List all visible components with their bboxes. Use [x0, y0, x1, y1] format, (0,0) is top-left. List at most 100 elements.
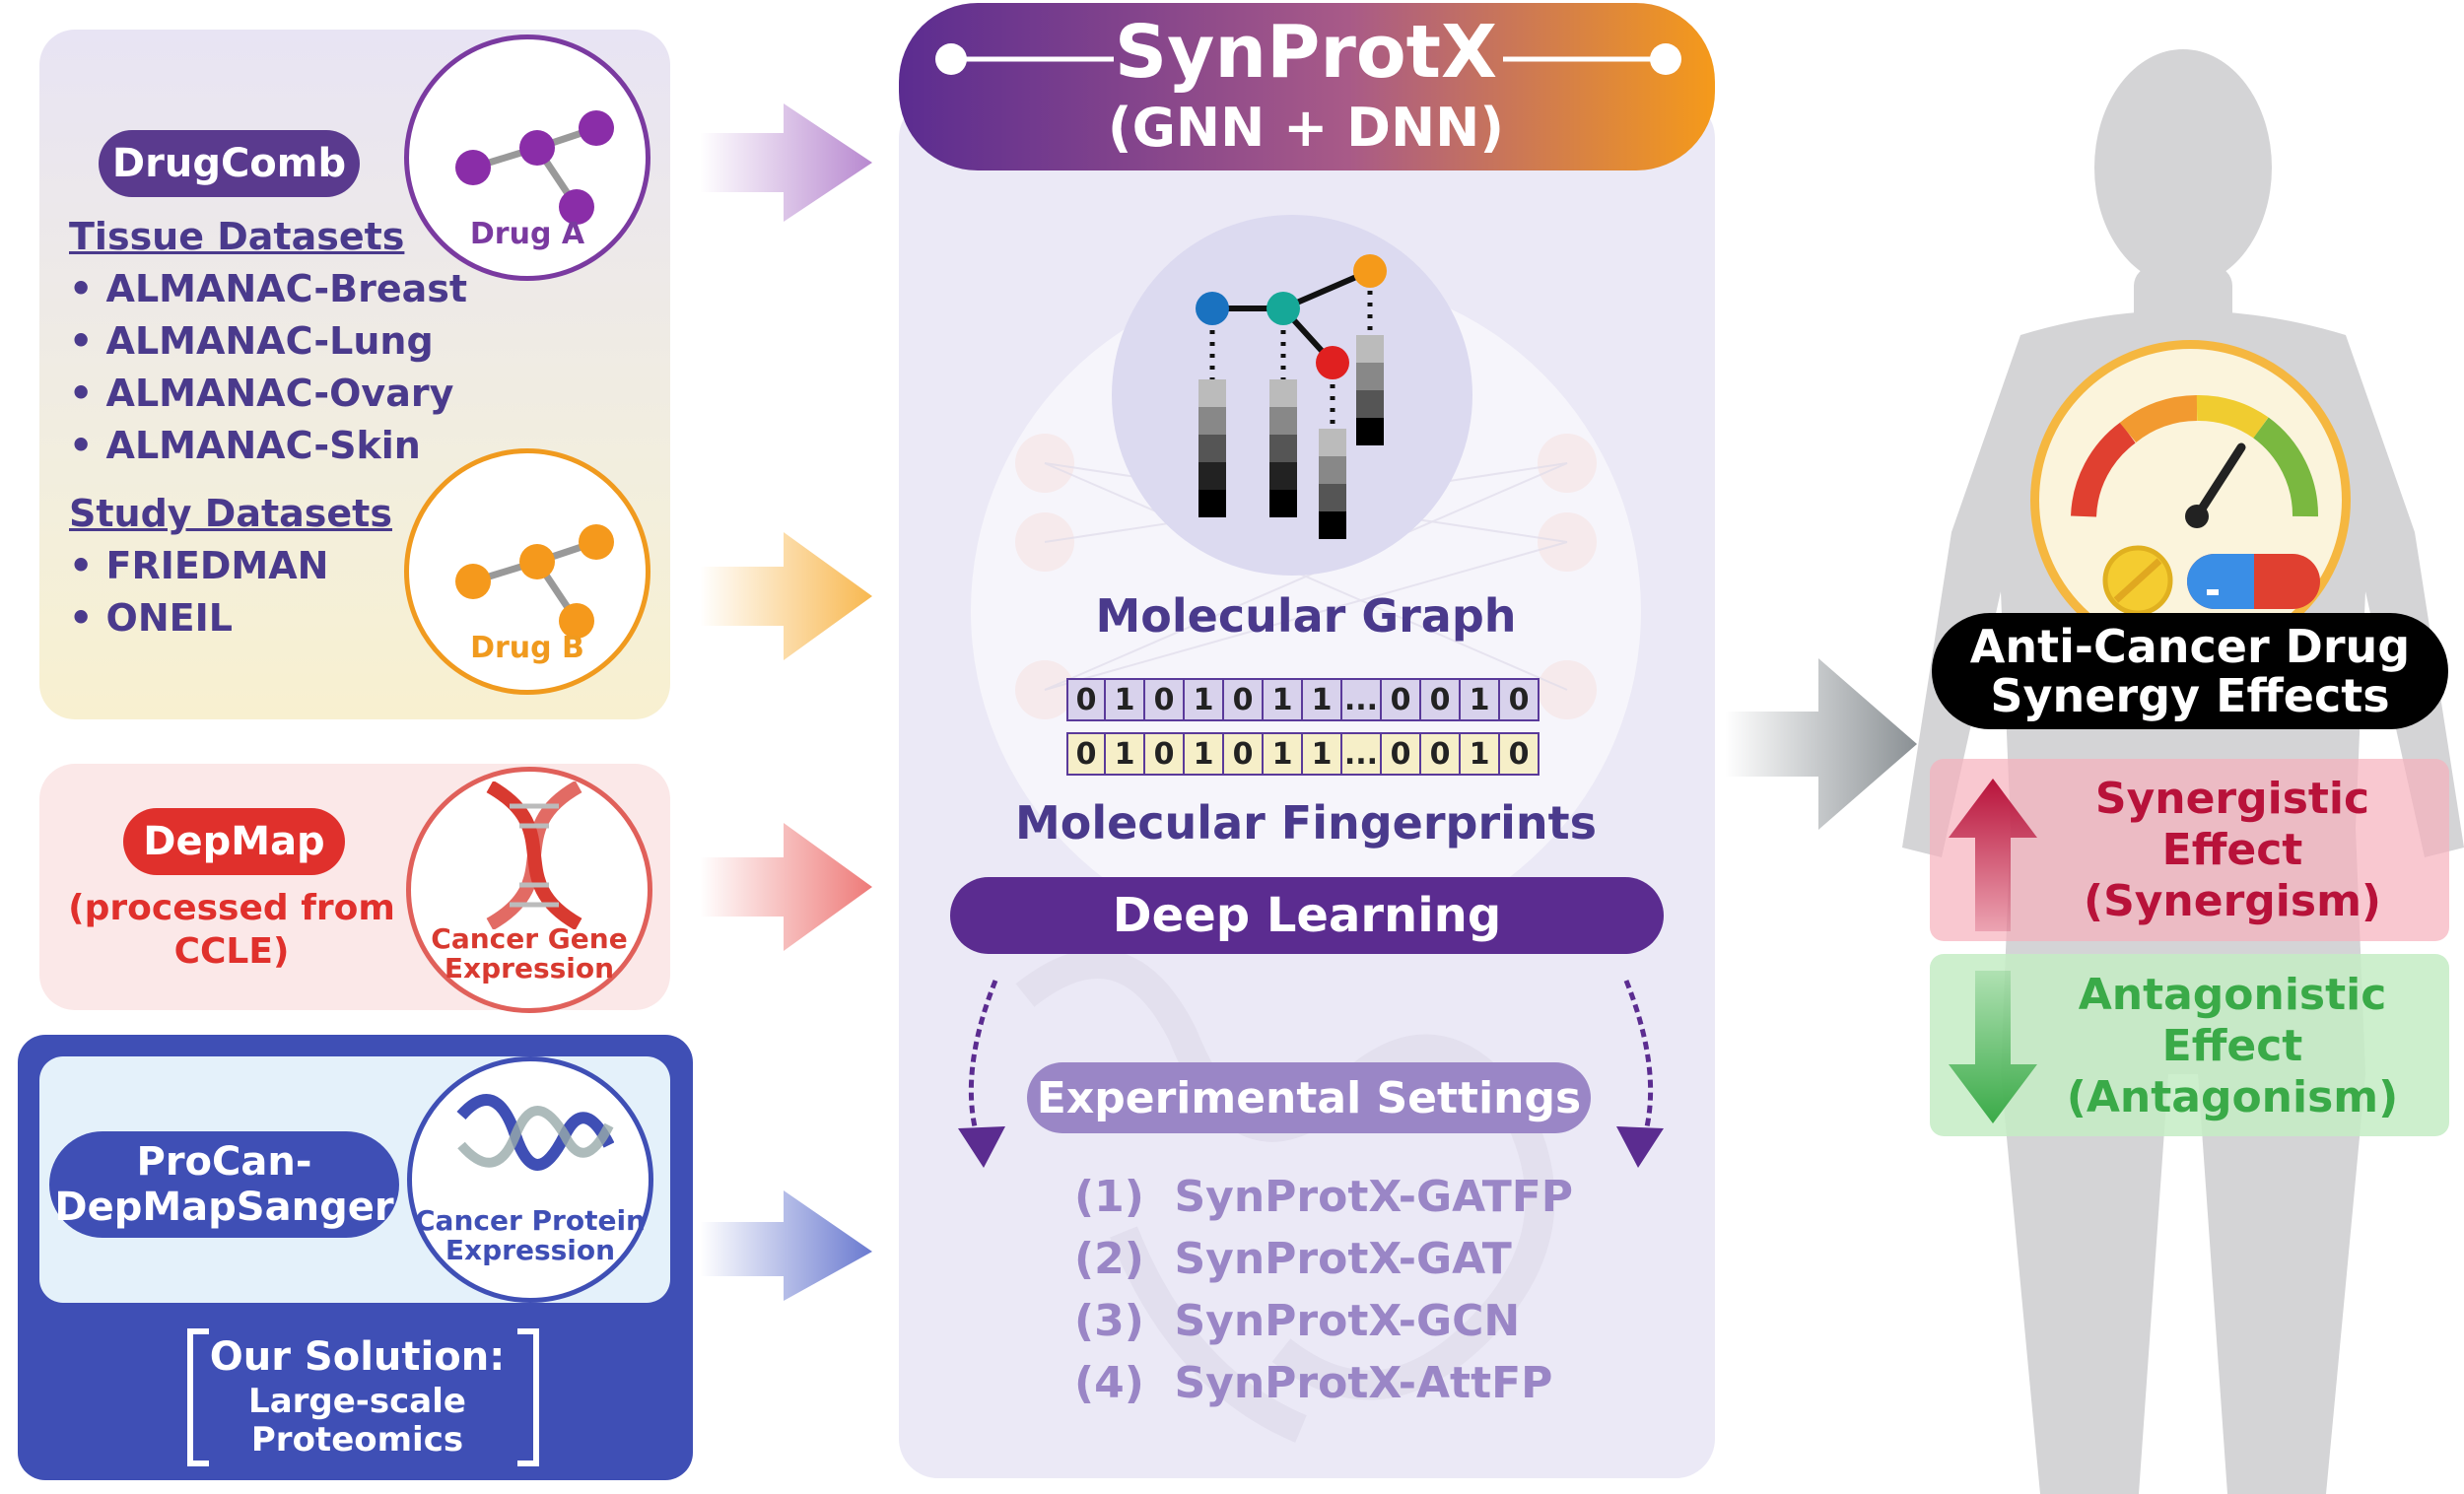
antagonism-line: Antagonistic: [2078, 970, 2387, 1020]
list-item: (3) SynProtX-GCN: [1074, 1296, 1521, 1346]
dna-icon: [486, 781, 582, 929]
fingerprint-bit: 0: [1500, 678, 1540, 721]
fingerprint-bit: 1: [1185, 732, 1224, 776]
fingerprint-bit: 0: [1066, 678, 1106, 721]
title-connector-icon: [935, 43, 1681, 75]
drug-a-molecule-icon: [455, 110, 614, 225]
synergy-text: Synergistic Effect (Synergism): [2055, 774, 2410, 927]
cancer-gene-expression-circle: Cancer Gene Expression: [406, 767, 652, 1013]
gauge-icon: [2071, 394, 2320, 616]
synergy-line: Synergistic: [2094, 774, 2370, 824]
down-arrow-icon: [1949, 971, 2037, 1123]
molecular-graph-icon: [1196, 254, 1387, 539]
list-item: • ALMANAC-Skin: [69, 424, 421, 467]
fingerprint-bit: 1: [1303, 732, 1342, 776]
fingerprint-bit: 0: [1066, 732, 1106, 776]
solution-line: Our Solution:: [209, 1334, 506, 1380]
drug-a-label: Drug A: [469, 217, 585, 251]
arrow-icon: [700, 823, 872, 951]
circle-label-line: Cancer Gene: [431, 922, 628, 955]
curved-arrows: [958, 980, 1664, 1168]
fingerprint-bit: 0: [1421, 678, 1461, 721]
model-title: SynProtX: [1114, 10, 1498, 95]
fingerprint-bit: 0: [1224, 678, 1264, 721]
arrow-head-icon: [958, 1126, 1005, 1168]
arrow-icon: [700, 103, 872, 222]
procan-badge-line: ProCan-: [136, 1139, 312, 1185]
deep-learning-bar: Deep Learning: [950, 877, 1664, 954]
list-item: • FRIEDMAN: [69, 544, 329, 587]
arrow-head-icon: [1616, 1126, 1664, 1168]
cancer-protein-expression-label: Cancer Protein Expression: [412, 1206, 649, 1265]
procan-badge: ProCan- DepMapSanger: [49, 1131, 399, 1238]
model-subtitle: (GNN + DNN): [1107, 96, 1505, 159]
molecular-fingerprints-label: Molecular Fingerprints: [1014, 796, 1598, 849]
output-arrow-icon: [1725, 658, 1917, 830]
up-arrow-icon: [1949, 779, 2037, 931]
fingerprint-bit: 0: [1382, 678, 1421, 721]
fingerprint-bit: 0: [1224, 732, 1264, 776]
fingerprint-bit: 1: [1461, 732, 1500, 776]
list-item: • ALMANAC-Lung: [69, 319, 434, 363]
fingerprint-bit: 1: [1264, 732, 1303, 776]
list-item: • ALMANAC-Ovary: [69, 372, 454, 415]
study-datasets-list: Study Datasets • FRIEDMAN • ONEIL: [69, 488, 392, 645]
drug-b-molecule-icon: [455, 524, 614, 639]
drug-b-circle: Drug B: [404, 448, 650, 695]
solution-bracket: [187, 1328, 539, 1466]
drug-b-label: Drug B: [470, 631, 584, 665]
experimental-settings-badge: Experimental Settings: [1027, 1062, 1591, 1133]
list-item: • ALMANAC-Breast: [69, 267, 468, 310]
drugcomb-badge: DrugComb: [99, 130, 360, 197]
antagonism-line: (Antagonism): [2066, 1072, 2399, 1122]
list-item: • ONEIL: [69, 596, 233, 640]
tissue-datasets-heading: Tissue Datasets: [69, 215, 405, 258]
our-solution-text: Our Solution: Large-scale Proteomics: [187, 1332, 527, 1459]
circle-label-line: Expression: [445, 1234, 616, 1266]
fingerprint-bit: 0: [1145, 678, 1185, 721]
depmap-subtext-line: CCLE): [173, 931, 290, 972]
arrow-icon: [700, 532, 872, 660]
fingerprint-bit: 1: [1461, 678, 1500, 721]
fingerprint-bit: ...: [1342, 678, 1382, 721]
fingerprint-bit: 1: [1264, 678, 1303, 721]
synergy-line: Effect: [2161, 825, 2303, 875]
circle-label-line: Cancer Protein: [415, 1204, 646, 1237]
molecular-graph-label: Molecular Graph: [1095, 589, 1517, 643]
fingerprint-bit: 1: [1185, 678, 1224, 721]
fingerprint-bit: 1: [1106, 732, 1145, 776]
list-item: (4) SynProtX-AttFP: [1074, 1358, 1553, 1408]
antagonism-text: Antagonistic Effect (Antagonism): [2055, 970, 2410, 1123]
procan-badge-line: DepMapSanger: [54, 1185, 394, 1230]
depmap-badge: DepMap: [123, 808, 345, 875]
output-title-line: Anti-Cancer Drug: [1969, 620, 2411, 673]
protein-helix-icon: [456, 1094, 614, 1171]
output-title-line: Synergy Effects: [1990, 669, 2390, 722]
settings-list: (1) SynProtX-GATFP (2) SynProtX-GAT (3) …: [1074, 1166, 1573, 1414]
tissue-datasets-list: Tissue Datasets • ALMANAC-Breast • ALMAN…: [69, 211, 467, 472]
drug-a-circle: Drug A: [404, 34, 650, 281]
fingerprint-bit: 1: [1106, 678, 1145, 721]
list-item: (2) SynProtX-GAT: [1074, 1234, 1512, 1284]
synergy-panel: [1930, 759, 2449, 941]
feature-bar-icon: [1198, 335, 1384, 539]
fingerprint-bit: 0: [1145, 732, 1185, 776]
cancer-protein-expression-circle: Cancer Protein Expression: [407, 1056, 653, 1303]
depmap-subtext-line: (processed from: [68, 888, 395, 928]
solution-line: Large-scale: [248, 1382, 466, 1421]
title-banner: [899, 3, 1715, 170]
fingerprint-bit: 1: [1303, 678, 1342, 721]
synergy-line: (Synergism): [2083, 876, 2382, 926]
list-item: (1) SynProtX-GATFP: [1074, 1172, 1574, 1222]
fingerprint-bit: 0: [1421, 732, 1461, 776]
antagonism-line: Effect: [2161, 1021, 2303, 1071]
antagonism-panel: [1930, 954, 2449, 1136]
fingerprint-bit: ...: [1342, 732, 1382, 776]
arrow-icon: [700, 1190, 872, 1301]
study-datasets-heading: Study Datasets: [69, 492, 392, 535]
flow-arrows: [700, 103, 872, 1301]
output-title-box: Anti-Cancer Drug Synergy Effects: [1932, 613, 2448, 729]
fingerprint-bit: 0: [1500, 732, 1540, 776]
